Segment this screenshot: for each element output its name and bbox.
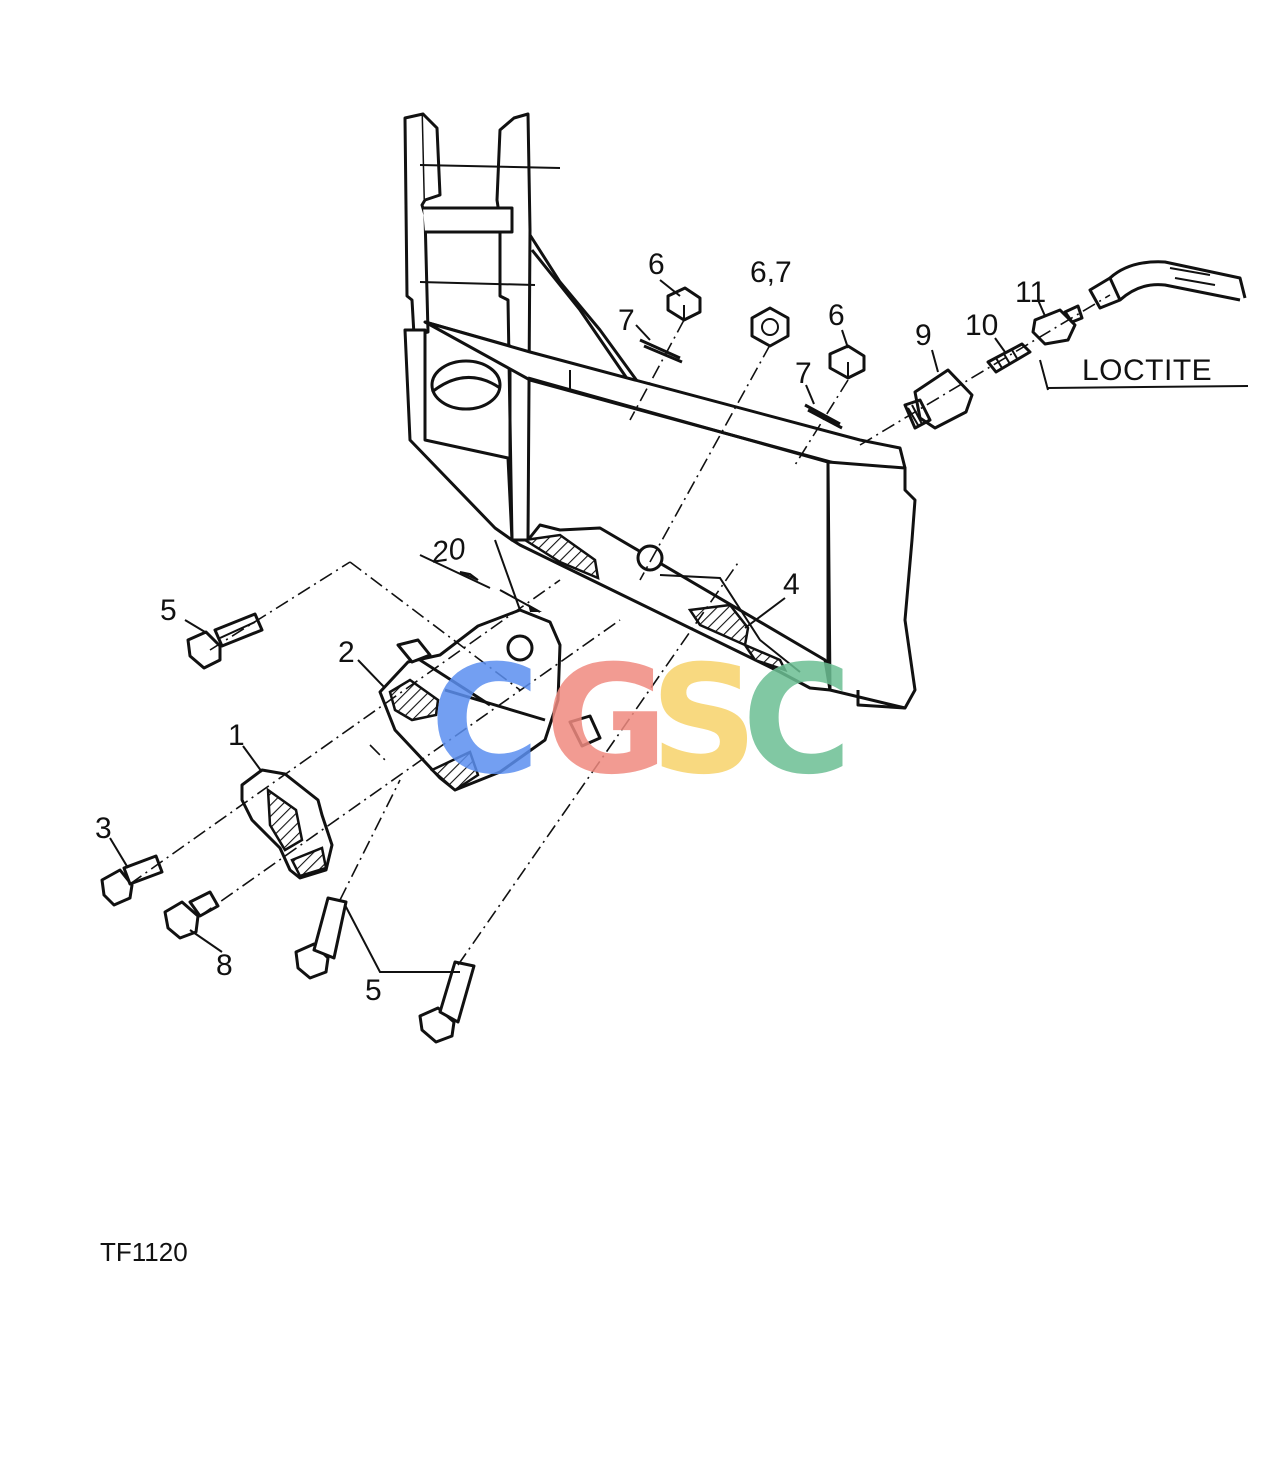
callout-7-left: 7 bbox=[618, 304, 635, 337]
callout-7-right: 7 bbox=[795, 357, 812, 390]
callout-6-7: 6,7 bbox=[750, 256, 792, 289]
dimension-label: 20 bbox=[429, 532, 468, 570]
callout-3: 3 bbox=[95, 812, 112, 845]
watermark-cgsc: C G S C bbox=[430, 634, 852, 808]
callout-5-bottom: 5 bbox=[365, 974, 382, 1007]
callout-6-right: 6 bbox=[828, 299, 845, 332]
figure-id: TF1120 bbox=[100, 1237, 188, 1267]
callout-5-top: 5 bbox=[160, 594, 177, 627]
leader-lines bbox=[109, 279, 1249, 973]
callout-9: 9 bbox=[915, 319, 932, 352]
hose-fittings bbox=[859, 260, 1247, 446]
callout-1: 1 bbox=[228, 719, 245, 752]
callout-2: 2 bbox=[338, 636, 355, 669]
callout-4: 4 bbox=[783, 568, 800, 601]
callout-8: 8 bbox=[216, 949, 233, 982]
watermark-letter-c1: C bbox=[430, 634, 540, 808]
frame-arm bbox=[403, 112, 917, 710]
nuts-and-pins bbox=[629, 286, 866, 581]
callout-labels: 1 2 3 4 5 5 6 6,7 6 7 7 8 9 10 11 LOCTIT… bbox=[95, 248, 1212, 1267]
watermark-letter-g: G bbox=[545, 634, 668, 808]
callout-11: 11 bbox=[1015, 276, 1046, 309]
watermark-letter-c2: C bbox=[742, 634, 852, 808]
bracket-assembly bbox=[240, 608, 602, 880]
callout-6-left: 6 bbox=[648, 248, 665, 281]
loctite-note: LOCTITE bbox=[1082, 354, 1212, 387]
callout-10: 10 bbox=[965, 309, 998, 342]
bolts bbox=[100, 559, 741, 1044]
watermark-letter-s: S bbox=[650, 634, 758, 808]
